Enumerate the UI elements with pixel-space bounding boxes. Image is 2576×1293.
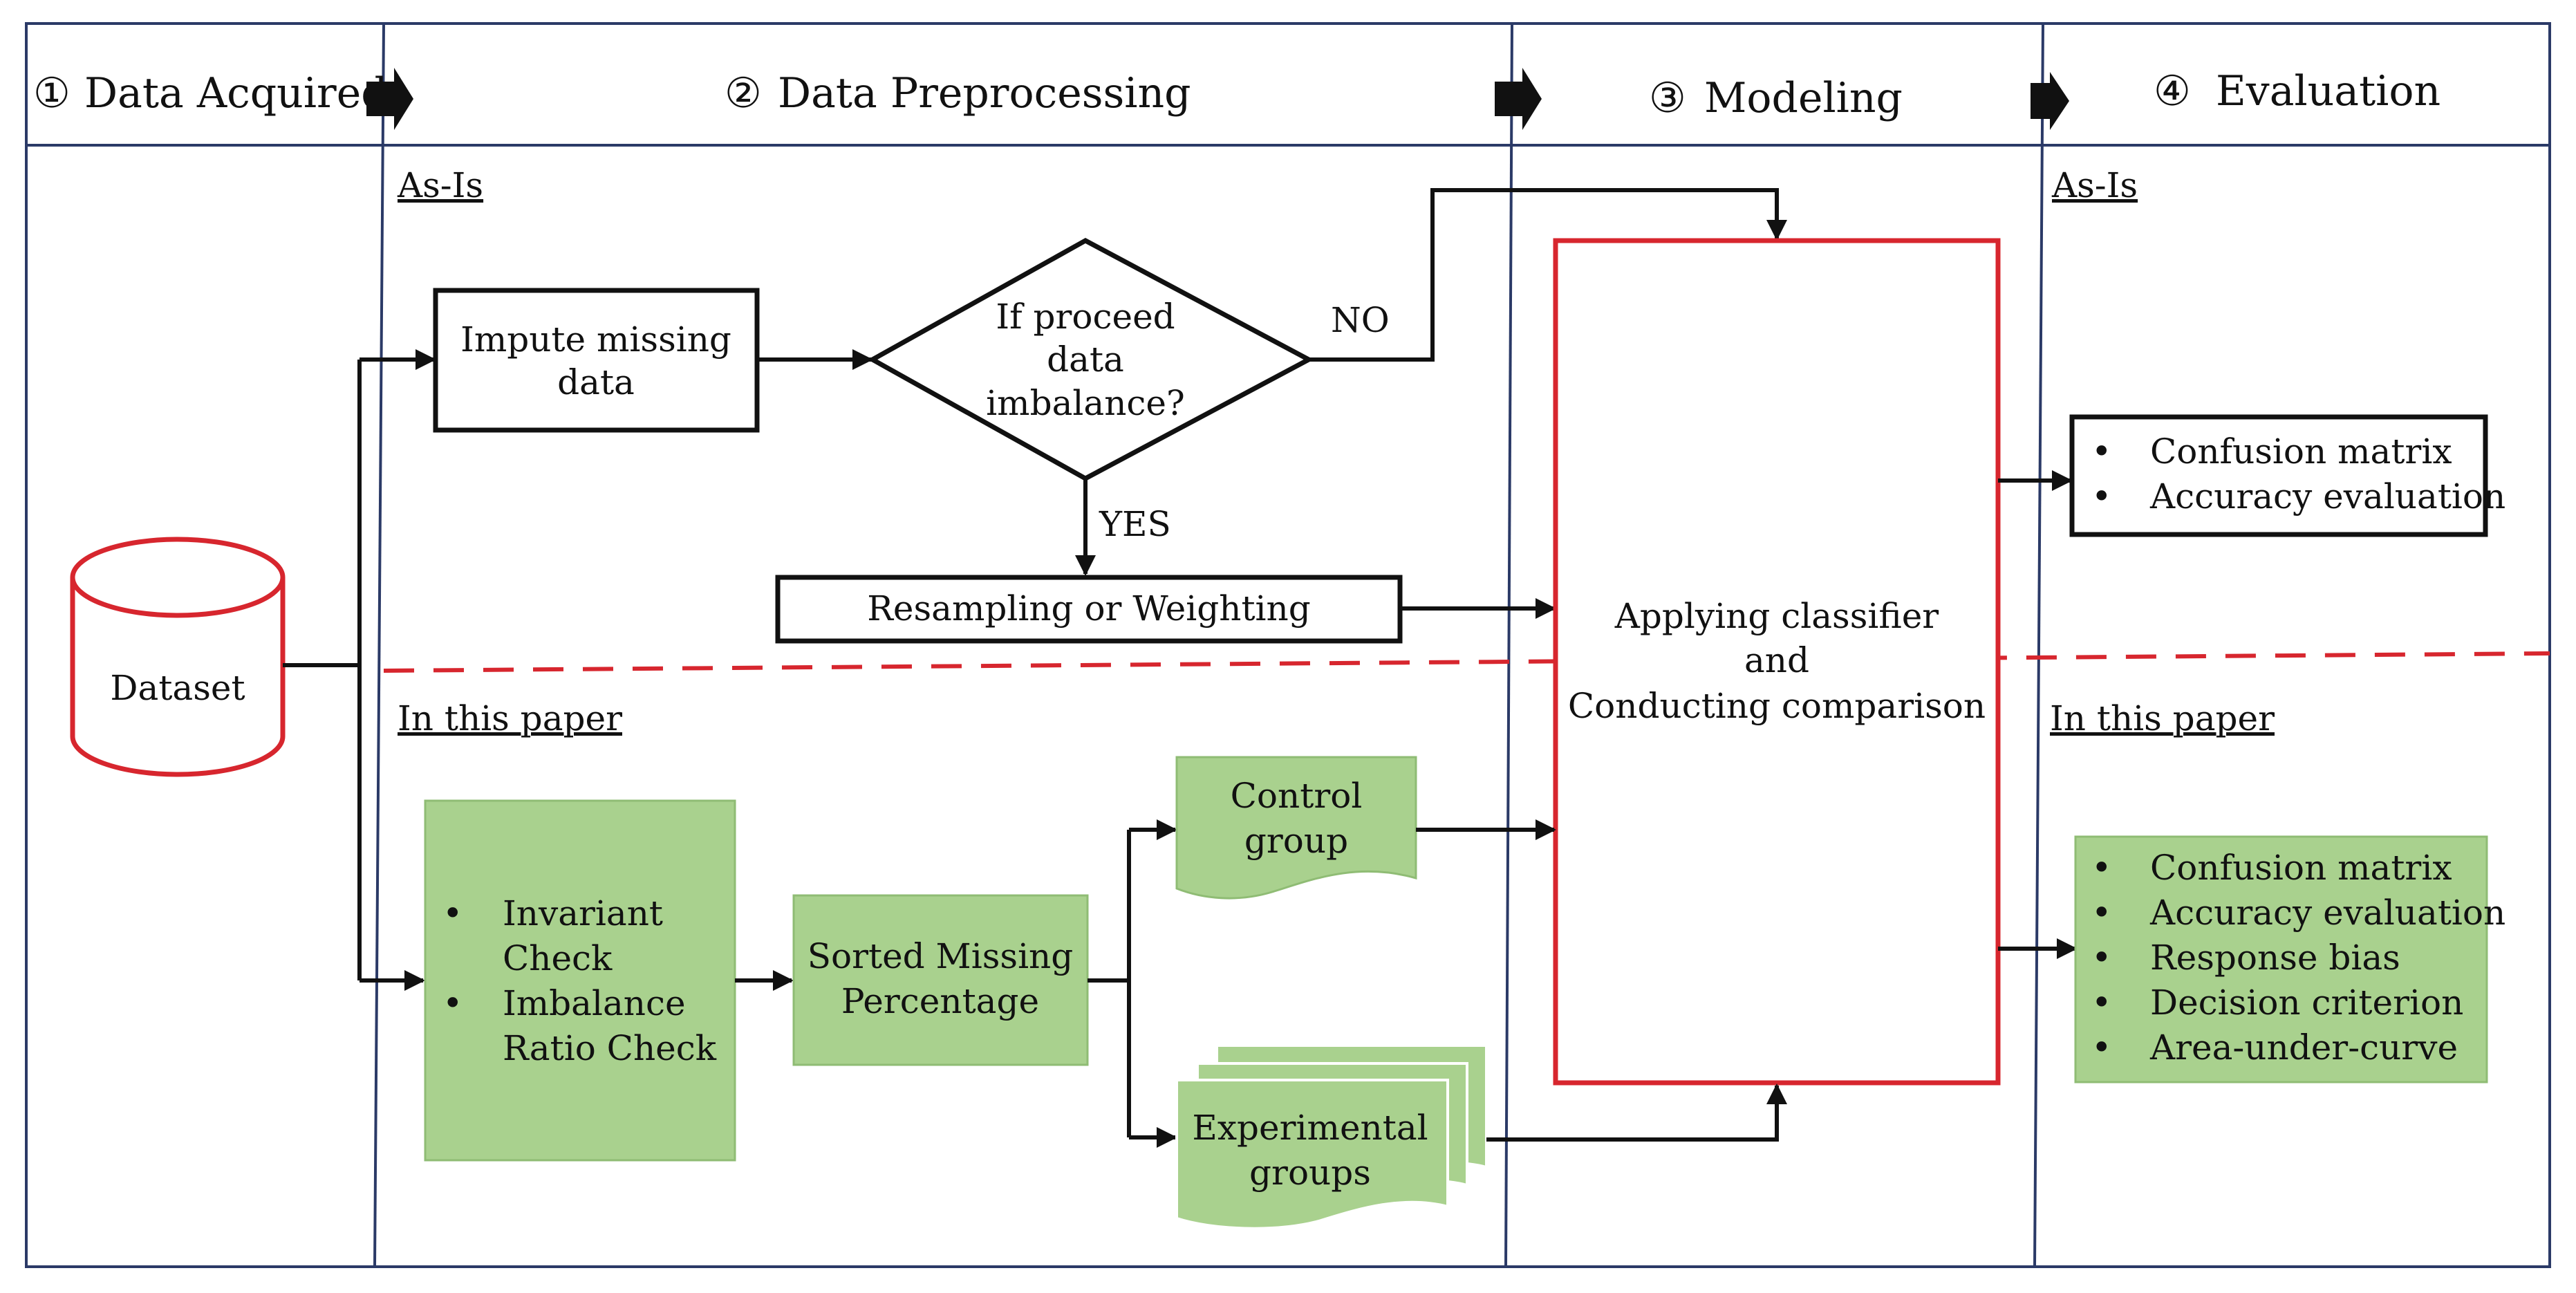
resampling-box bbox=[775, 575, 1403, 644]
svg-text:•: • bbox=[2091, 893, 2112, 933]
asis-eval-item-1: Confusion matrix bbox=[2150, 431, 2452, 472]
column-divider-2 bbox=[1504, 23, 1513, 1267]
modeling-label-line2: and bbox=[1744, 640, 1809, 680]
experimental-label-line1: Experimental bbox=[1192, 1108, 1428, 1148]
column-divider-3 bbox=[2033, 23, 2044, 1267]
phase-arrow-1 bbox=[366, 68, 413, 130]
control-group-shape bbox=[1175, 756, 1417, 900]
svg-text:•: • bbox=[2091, 476, 2112, 517]
phase-number-4: ④ bbox=[2154, 67, 2191, 115]
asis-evaluation-list: • Confusion matrix • Accuracy evaluation bbox=[2091, 431, 2505, 517]
control-label-line1: Control bbox=[1231, 776, 1363, 816]
section-label-as-is-eval: As-Is bbox=[2051, 165, 2138, 205]
separator-dashed-line bbox=[383, 651, 2550, 673]
checks-line4: Ratio Check bbox=[503, 1028, 717, 1068]
control-label-line2: group bbox=[1244, 821, 1348, 861]
split-connector bbox=[1088, 830, 1131, 1137]
svg-text:•: • bbox=[442, 983, 463, 1023]
decision-label-line3: imbalance? bbox=[986, 383, 1185, 423]
no-label: NO bbox=[1331, 300, 1390, 340]
impute-missing-data-box bbox=[433, 288, 760, 433]
phase-label-1: Data Acquired bbox=[84, 69, 388, 118]
phase-number-2: ② bbox=[725, 69, 762, 118]
phase-label-2: Data Preprocessing bbox=[778, 69, 1191, 118]
paper-eval-item-2: Accuracy evaluation bbox=[2149, 893, 2505, 933]
asis-evaluation-box bbox=[2069, 414, 2488, 537]
modeling-box bbox=[1553, 238, 2001, 1086]
sorted-missing-box bbox=[792, 894, 1089, 1066]
asis-eval-item-2: Accuracy evaluation bbox=[2149, 476, 2505, 517]
svg-text:•: • bbox=[442, 893, 463, 933]
paper-eval-item-5: Area-under-curve bbox=[2149, 1027, 2458, 1068]
phase-header-2: ② Data Preprocessing bbox=[725, 69, 1191, 118]
phase-number-1: ① bbox=[33, 69, 71, 118]
phase-header-1: ① Data Acquired bbox=[33, 69, 388, 118]
impute-label-line2: data bbox=[557, 362, 635, 402]
arrow-experimental-to-modeling bbox=[1486, 1083, 1787, 1142]
phase-arrow-2 bbox=[1495, 68, 1542, 130]
paper-evaluation-box bbox=[2074, 835, 2488, 1083]
checks-list: • Invariant Check • Imbalance Ratio Chec… bbox=[442, 893, 717, 1068]
section-label-this-paper-eval: In this paper bbox=[2050, 698, 2275, 738]
svg-text:•: • bbox=[2091, 431, 2112, 472]
sorted-label-line1: Sorted Missing bbox=[808, 936, 1074, 976]
section-label-as-is: As-Is bbox=[397, 165, 483, 205]
dataset-label: Dataset bbox=[110, 668, 245, 708]
paper-eval-item-3: Response bias bbox=[2150, 938, 2400, 978]
dataset-cylinder: Dataset bbox=[70, 537, 286, 777]
decision-label-line1: If proceed bbox=[996, 297, 1175, 337]
phase-label-4: Evaluation bbox=[2216, 67, 2440, 115]
resampling-label: Resampling or Weighting bbox=[867, 588, 1311, 629]
svg-text:•: • bbox=[2091, 848, 2112, 888]
modeling-label-line1: Applying classifier bbox=[1614, 596, 1939, 636]
checks-line3: Imbalance bbox=[503, 983, 686, 1023]
modeling-label-line3: Conducting comparison bbox=[1568, 686, 1986, 726]
sorted-label-line2: Percentage bbox=[841, 981, 1039, 1021]
checks-line2: Check bbox=[503, 938, 613, 978]
checks-box bbox=[424, 799, 736, 1162]
section-label-this-paper: In this paper bbox=[398, 698, 622, 738]
dataset-connector bbox=[283, 360, 362, 980]
checks-line1: Invariant bbox=[503, 893, 663, 933]
arrow-no-to-modeling bbox=[1309, 188, 1787, 362]
svg-text:•: • bbox=[2091, 938, 2112, 978]
paper-evaluation-list: • Confusion matrix • Accuracy evaluation… bbox=[2091, 848, 2505, 1068]
phase-number-3: ③ bbox=[1649, 74, 1686, 122]
phase-header-3: ③ Modeling bbox=[1649, 74, 1903, 122]
paper-eval-item-4: Decision criterion bbox=[2150, 983, 2463, 1023]
experimental-groups-shape bbox=[1175, 1044, 1488, 1230]
phase-label-3: Modeling bbox=[1704, 74, 1903, 122]
yes-label: YES bbox=[1099, 504, 1171, 544]
svg-text:•: • bbox=[2091, 983, 2112, 1023]
decision-label-line2: data bbox=[1047, 339, 1124, 380]
svg-text:•: • bbox=[2091, 1027, 2112, 1068]
paper-eval-item-1: Confusion matrix bbox=[2150, 848, 2452, 888]
outer-frame bbox=[25, 22, 2551, 1268]
phase-arrow-3 bbox=[2031, 72, 2069, 130]
phase-header-4: ④ Evaluation bbox=[2154, 67, 2440, 115]
column-divider-1 bbox=[373, 23, 385, 1267]
experimental-label-line2: groups bbox=[1249, 1153, 1371, 1193]
impute-label-line1: Impute missing bbox=[460, 319, 731, 360]
